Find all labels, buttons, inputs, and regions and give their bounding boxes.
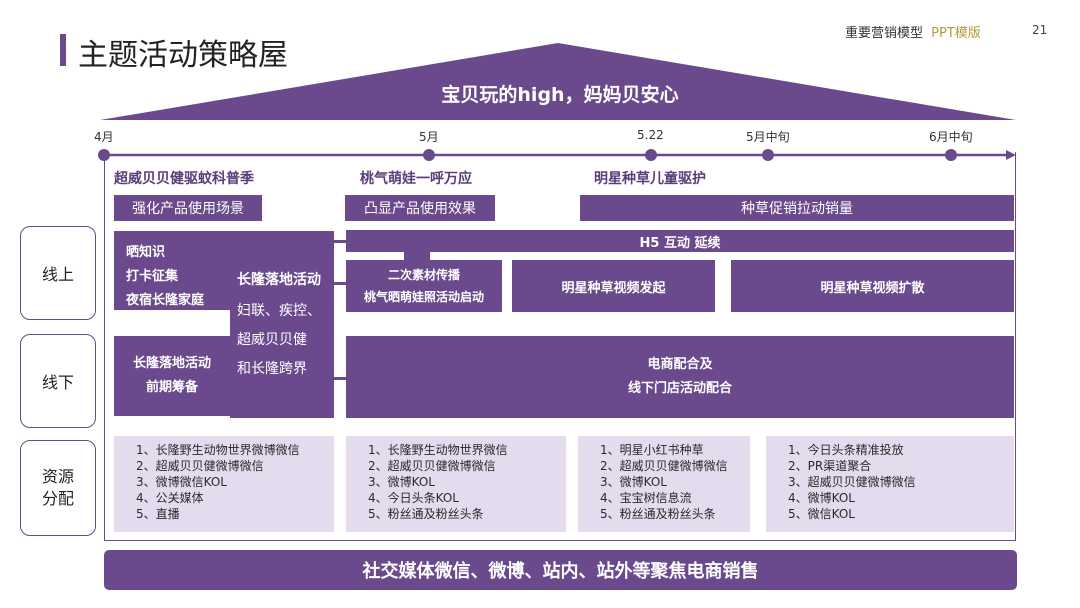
milestone-label: 5月 (419, 130, 439, 144)
resource-item: 1、明星小红书种草 (600, 443, 704, 457)
resource-item: 1、今日头条精准投放 (788, 443, 904, 457)
offline-prep-line2: 前期筹备 (145, 380, 198, 395)
online-list-item: 晒知识 (126, 245, 166, 260)
center-activity-line: 和长隆跨界 (237, 361, 307, 377)
resource-item: 4、宝宝树信息流 (600, 491, 692, 505)
resource-box: 1、今日头条精准投放 2、PR渠道聚合 3、超威贝贝健微博微信 4、微博KOL … (766, 436, 1014, 532)
video-start-block: 明星种草视频发起 (512, 260, 715, 312)
header-subtitle: 重要营销模型 PPT模版 (845, 22, 981, 41)
resource-item: 2、超威贝贝健微博微信 (136, 459, 264, 473)
milestone-label: 6月中旬 (929, 130, 973, 144)
milestone-label: 5月中旬 (746, 130, 790, 144)
milestone-label: 5.22 (637, 128, 664, 142)
secondary-material-line2: 桃气晒萌娃照活动启动 (363, 290, 484, 304)
connector (334, 377, 346, 380)
resource-item: 1、长隆野生动物世界微博微信 (136, 443, 300, 457)
theme-title: 桃气萌娃一呼万应 (360, 171, 472, 187)
theme-tag: 强化产品使用场景 (114, 195, 262, 221)
online-list-item: 夜宿长隆家庭 (126, 293, 205, 308)
video-spread-block: 明星种草视频扩散 (731, 260, 1014, 312)
page-title: 主题活动策略屋 (78, 38, 288, 73)
resource-item: 4、公关媒体 (136, 491, 204, 505)
resource-item: 3、微博KOL (600, 475, 667, 489)
resource-item: 4、今日头条KOL (368, 491, 459, 505)
offline-prep-block: 长隆落地活动 前期筹备 (114, 336, 230, 416)
subtitle-main: 重要营销模型 (845, 26, 924, 41)
title-accent-bar (60, 34, 66, 66)
timeline-axis (98, 149, 1016, 161)
resource-item: 5、粉丝通及粉丝头条 (368, 507, 484, 521)
roof-text: 宝贝玩的high，妈妈贝安心 (441, 84, 679, 106)
milestone-dot (945, 149, 957, 161)
milestone-label: 4月 (94, 130, 114, 144)
theme-tag: 凸显产品使用效果 (345, 195, 495, 221)
ecommerce-line1: 电商配合及 (647, 357, 713, 372)
foundation-bar: 社交媒体微信、微博、站内、站外等聚焦电商销售 (104, 550, 1017, 590)
subtitle-accent: PPT模版 (931, 26, 981, 41)
resource-item: 2、PR渠道聚合 (788, 459, 872, 473)
side-label-offline: 线下 (20, 334, 96, 428)
house-frame (104, 152, 1016, 541)
resource-item: 5、直播 (136, 507, 180, 521)
secondary-material-line1: 二次素材传播 (387, 268, 460, 282)
offline-prep-line1: 长隆落地活动 (132, 356, 211, 371)
milestone-dot (98, 149, 110, 161)
resource-item: 2、超威贝贝健微博微信 (368, 459, 496, 473)
milestone-dot (762, 149, 774, 161)
resource-box: 1、长隆野生动物世界微信 2、超威贝贝健微博微信 3、微博KOL 4、今日头条K… (346, 436, 566, 532)
theme-title: 超威贝贝健驱蚊科普季 (114, 171, 254, 187)
center-activity-line: 超威贝贝健 (237, 332, 307, 348)
resource-item: 1、长隆野生动物世界微信 (368, 443, 508, 457)
resource-item: 3、超威贝贝健微博微信 (788, 475, 916, 489)
resource-item: 2、超威贝贝健微博微信 (600, 459, 728, 473)
milestone-dot (645, 149, 657, 161)
ecommerce-block: 电商配合及 线下门店活动配合 (346, 336, 1014, 418)
ecommerce-line2: 线下门店活动配合 (627, 381, 732, 396)
h5-bar: H5 互动 延续 (346, 230, 1014, 252)
resource-item: 3、微博微信KOL (136, 475, 227, 489)
page-number: 21 (1032, 23, 1048, 37)
theme-title: 明星种草儿童驱护 (594, 171, 706, 187)
resource-box: 1、长隆野生动物世界微博微信 2、超威贝贝健微博微信 3、微博微信KOL 4、公… (114, 436, 334, 532)
online-list-item: 打卡征集 (126, 269, 179, 284)
resource-box: 1、明星小红书种草 2、超威贝贝健微博微信 3、微博KOL 4、宝宝树信息流 5… (578, 436, 750, 532)
roof-shape (100, 43, 1016, 120)
center-activity-title: 长隆落地活动 (237, 272, 321, 288)
side-label-resources: 资源 分配 (20, 440, 96, 536)
center-activity-block: 长隆落地活动 妇联、疾控、 超威贝贝健 和长隆跨界 (230, 231, 334, 418)
resource-item: 5、粉丝通及粉丝头条 (600, 507, 716, 521)
milestone-dot (423, 149, 435, 161)
connector (404, 252, 430, 260)
connector (334, 240, 346, 243)
theme-tag: 种草促销拉动销量 (580, 195, 1014, 221)
resource-item: 3、微博KOL (368, 475, 435, 489)
resource-item: 4、微博KOL (788, 491, 855, 505)
connector (334, 282, 346, 285)
secondary-material-block: 二次素材传播 桃气晒萌娃照活动启动 (346, 260, 502, 312)
resource-item: 5、微信KOL (788, 507, 855, 521)
online-list-block: 晒知识 打卡征集 夜宿长隆家庭 (114, 231, 230, 310)
side-label-online: 线上 (20, 226, 96, 320)
center-activity-line: 妇联、疾控、 (237, 303, 321, 319)
